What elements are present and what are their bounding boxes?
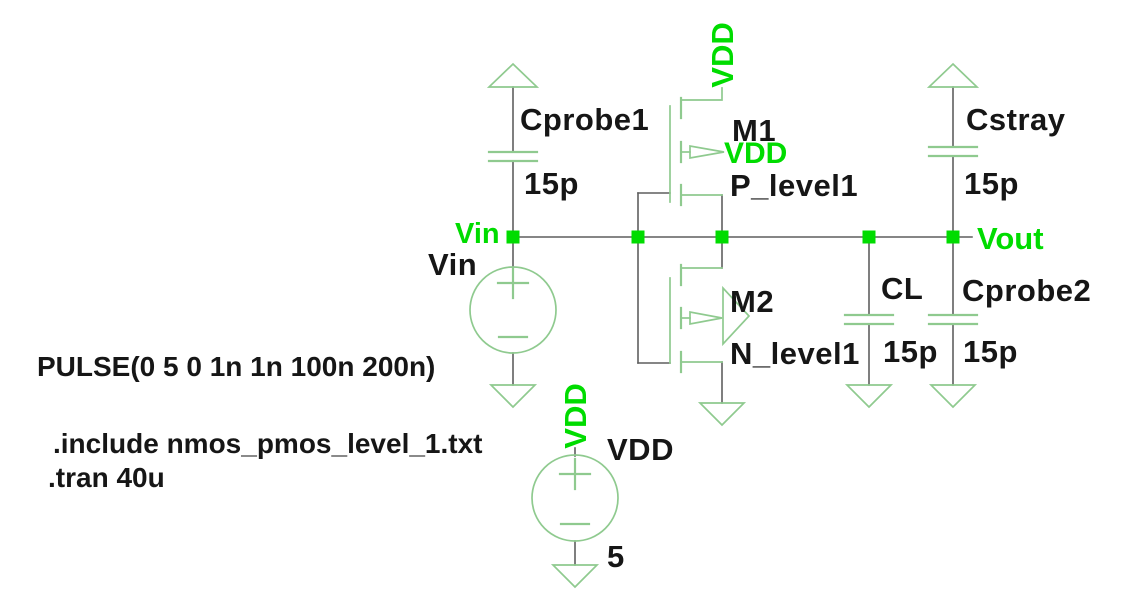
voltage-source-vdd[interactable]	[531, 454, 619, 542]
capacitor-cstray[interactable]	[927, 145, 979, 158]
junction-node-cl	[862, 230, 876, 244]
ground-icon-m2[interactable]	[697, 402, 747, 427]
directive-pulse[interactable]: PULSE(0 5 0 1n 1n 100n 200n)	[37, 351, 435, 382]
ground-icon-vdd[interactable]	[550, 564, 600, 589]
label-m1-model[interactable]: P_level1	[730, 168, 858, 203]
label-cl-value[interactable]: 15p	[883, 334, 938, 369]
label-m2-designator[interactable]: M2	[730, 284, 774, 319]
cstray-plates	[927, 145, 979, 158]
label-cstray-value[interactable]: 15p	[964, 166, 1019, 201]
vdd-plus-icon	[558, 457, 592, 491]
net-label-vout[interactable]: Vout	[977, 221, 1044, 256]
capacitor-cprobe1[interactable]	[487, 150, 539, 163]
directive-include[interactable]: .include nmos_pmos_level_1.txt	[53, 428, 483, 459]
ground-icon-cprobe2[interactable]	[928, 384, 978, 409]
voltage-source-vin[interactable]	[469, 266, 557, 354]
label-cprobe2-value[interactable]: 15p	[963, 334, 1018, 369]
m1-bulk-arrow-icon	[689, 144, 725, 160]
cprobe1-plates	[487, 150, 539, 163]
transistor-m2-nmos[interactable]	[669, 263, 751, 374]
net-label-vin[interactable]: Vin	[455, 218, 500, 250]
label-cl-name[interactable]: CL	[881, 271, 923, 306]
capacitor-cl[interactable]	[843, 313, 895, 326]
vin-plus-icon	[496, 266, 530, 300]
label-cprobe1-value[interactable]: 15p	[524, 166, 579, 201]
rail-arrow-up-icon-cstray[interactable]	[926, 62, 980, 88]
ground-icon-vin[interactable]	[488, 384, 538, 409]
label-m1-designator[interactable]: M1	[732, 113, 776, 148]
label-cprobe1-name[interactable]: Cprobe1	[520, 102, 649, 137]
label-vin-name[interactable]: Vin	[428, 247, 477, 282]
net-label-vdd-top[interactable]: VDD	[705, 22, 740, 87]
capacitor-cprobe2[interactable]	[927, 313, 979, 326]
m2-body-arrow-icon	[722, 285, 751, 347]
cprobe2-plates	[927, 313, 979, 326]
m2-bulk-arrow-icon	[689, 310, 723, 326]
junction-node-drain	[715, 230, 729, 244]
net-label-vdd-supply[interactable]: VDD	[558, 383, 593, 448]
directive-tran[interactable]: .tran 40u	[48, 462, 165, 493]
net-label-vdd-bulk[interactable]: VDD	[724, 137, 787, 170]
junction-node-vin	[506, 230, 520, 244]
junction-node-vout	[946, 230, 960, 244]
m1-source-lead	[680, 87, 723, 101]
label-cprobe2-name[interactable]: Cprobe2	[962, 273, 1091, 308]
ground-icon-cl[interactable]	[844, 384, 894, 409]
vdd-source-circle	[531, 454, 619, 542]
junction-nodes	[506, 230, 960, 244]
label-cstray-name[interactable]: Cstray	[966, 102, 1066, 137]
label-m2-model[interactable]: N_level1	[730, 336, 860, 371]
cl-plates	[843, 313, 895, 326]
transistor-m1-pmos[interactable]	[669, 87, 725, 207]
rail-arrow-up-icon-cprobe1[interactable]	[486, 62, 540, 88]
junction-node-gate	[631, 230, 645, 244]
label-vdd-value[interactable]: 5	[607, 539, 625, 574]
label-vdd-name[interactable]: VDD	[607, 432, 674, 467]
wires	[512, 86, 973, 566]
